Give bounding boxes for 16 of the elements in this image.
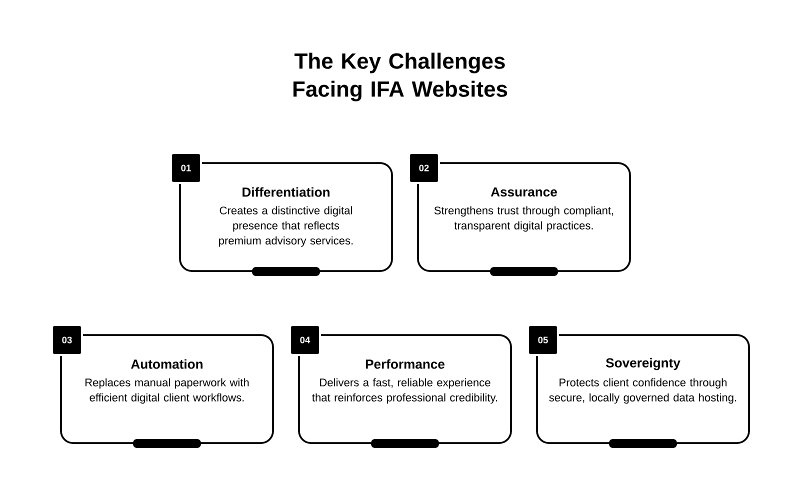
card-description: Creates a distinctive digital presence that reflects premium advisory services. — [219, 206, 353, 247]
number-badge: 02 — [408, 152, 440, 184]
number-badge: 04 — [289, 324, 321, 356]
number-badge: 01 — [170, 152, 202, 184]
card-description: Strengthens trust through compliant, transparent digital practices. — [434, 206, 614, 232]
card-heading: Automation — [131, 359, 202, 369]
card-heading: Sovereignty — [606, 358, 680, 370]
card-description: Delivers a fast, reliable experience that reinforces professional credibility. — [312, 378, 498, 404]
card-description: Replaces manual paperwork with efficient digital client workflows. — [85, 378, 249, 404]
card-heading: Performance — [366, 359, 444, 369]
card-heading: Differentiation — [242, 187, 330, 197]
number-badge: 03 — [51, 324, 83, 356]
number-badge: 05 — [527, 324, 559, 356]
title: The Key Challenges Facing IFA Websites — [293, 52, 508, 102]
card-heading: Assurance — [490, 187, 557, 197]
card-description: Protects client confidence through secure, locally governed data hosting. — [549, 378, 736, 404]
